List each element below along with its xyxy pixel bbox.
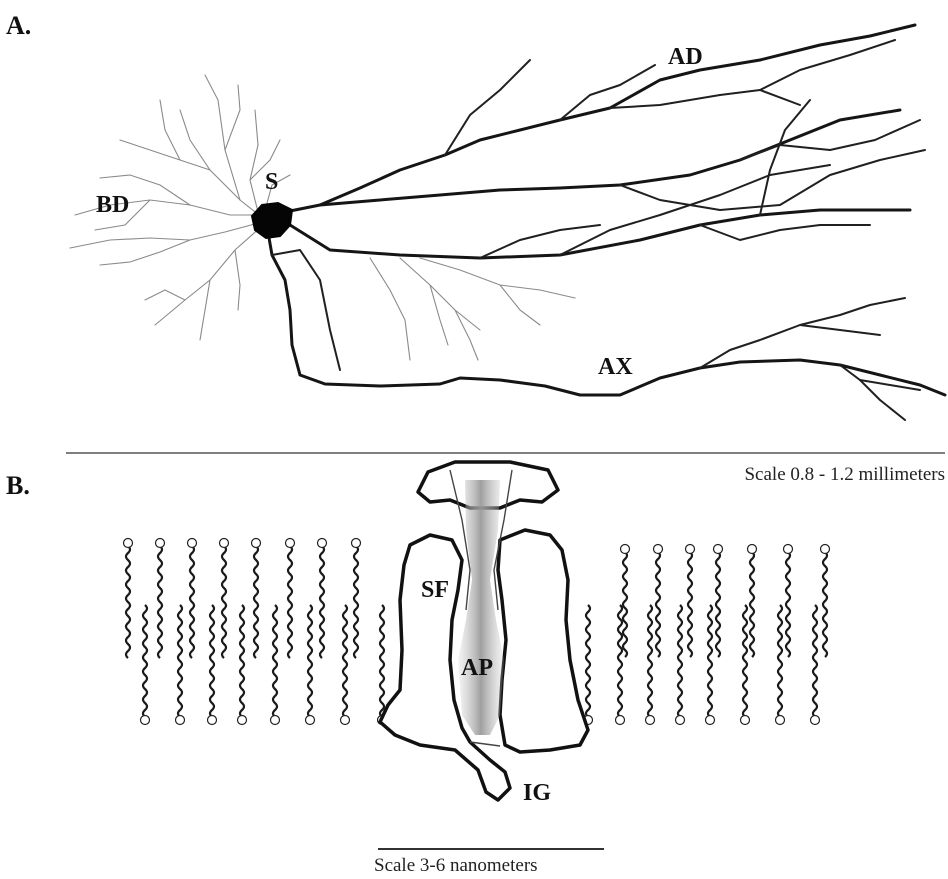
lipid-head <box>616 716 625 725</box>
lipid-head <box>238 716 247 725</box>
panel-a: A. <box>6 11 945 485</box>
soma <box>252 203 292 238</box>
lipid-head <box>188 539 197 548</box>
lipid-head <box>220 539 229 548</box>
lipid-head <box>706 716 715 725</box>
scale-label-b: Scale 3-6 nanometers <box>374 855 538 876</box>
panel-b: B. SF AP IG Scale 3-6 nanometers <box>6 462 830 876</box>
label-selectivity-filter: SF <box>421 577 449 603</box>
lipid-tail <box>678 605 682 717</box>
lipid-tail <box>273 605 277 717</box>
lipid-head <box>654 545 663 554</box>
lipid-head <box>176 716 185 725</box>
apical-dendrites <box>285 25 925 258</box>
label-aqueous-pore: AP <box>461 655 493 681</box>
lipid-tail <box>750 552 754 657</box>
lipid-head <box>252 539 261 548</box>
lipid-head <box>811 716 820 725</box>
lipid-tail <box>656 552 660 657</box>
lipid-tail <box>222 546 226 658</box>
label-apical-dendrites: AD <box>668 44 703 70</box>
lipid-head <box>821 545 830 554</box>
axon <box>268 232 945 420</box>
lipid-head <box>124 539 133 548</box>
lipid-tail <box>320 546 324 658</box>
ion-channel <box>380 462 588 800</box>
lipid-head <box>776 716 785 725</box>
lipid-tail <box>380 605 384 717</box>
right-subunit <box>498 530 588 752</box>
lipid-head <box>686 545 695 554</box>
lipid-tail <box>708 605 712 717</box>
lipid-head <box>352 539 361 548</box>
lipid-tail <box>778 605 782 717</box>
oblique-dendrites <box>370 258 575 360</box>
membrane-lipids-right <box>584 545 830 725</box>
lipid-head <box>621 545 630 554</box>
lipid-tail <box>618 605 622 717</box>
lipid-head <box>714 545 723 554</box>
label-soma: S <box>265 169 278 195</box>
lipid-tail <box>354 546 358 658</box>
label-inactivation-gate: IG <box>523 780 551 806</box>
lipid-head <box>676 716 685 725</box>
lipid-tail <box>126 546 130 658</box>
lipid-head <box>748 545 757 554</box>
lipid-tail <box>288 546 292 658</box>
lipid-tail <box>143 605 147 717</box>
scale-label-a: Scale 0.8 - 1.2 millimeters <box>744 464 945 485</box>
lipid-head <box>741 716 750 725</box>
lipid-head <box>141 716 150 725</box>
lipid-tail <box>648 605 652 717</box>
lipid-head <box>646 716 655 725</box>
lipid-tail <box>158 546 162 658</box>
lipid-head <box>318 539 327 548</box>
lipid-tail <box>623 552 627 657</box>
lipid-tail <box>743 605 747 717</box>
lipid-head <box>208 716 217 725</box>
panel-b-letter: B. <box>6 471 30 500</box>
label-axon: AX <box>598 354 633 380</box>
lipid-tail <box>586 605 590 717</box>
lipid-tail <box>823 552 827 657</box>
lipid-tail <box>786 552 790 657</box>
lipid-tail <box>308 605 312 717</box>
lipid-tail <box>210 605 214 717</box>
membrane-lipids-left <box>124 539 387 725</box>
lipid-head <box>341 716 350 725</box>
lipid-tail <box>254 546 258 658</box>
lipid-head <box>286 539 295 548</box>
panel-a-letter: A. <box>6 11 31 40</box>
lipid-head <box>784 545 793 554</box>
lipid-tail <box>343 605 347 717</box>
lipid-tail <box>178 605 182 717</box>
lipid-tail <box>716 552 720 657</box>
lipid-head <box>156 539 165 548</box>
lipid-head <box>306 716 315 725</box>
lipid-head <box>271 716 280 725</box>
lipid-tail <box>813 605 817 717</box>
lipid-tail <box>190 546 194 658</box>
label-basal-dendrites: BD <box>96 192 129 218</box>
lipid-tail <box>240 605 244 717</box>
lipid-tail <box>688 552 692 657</box>
